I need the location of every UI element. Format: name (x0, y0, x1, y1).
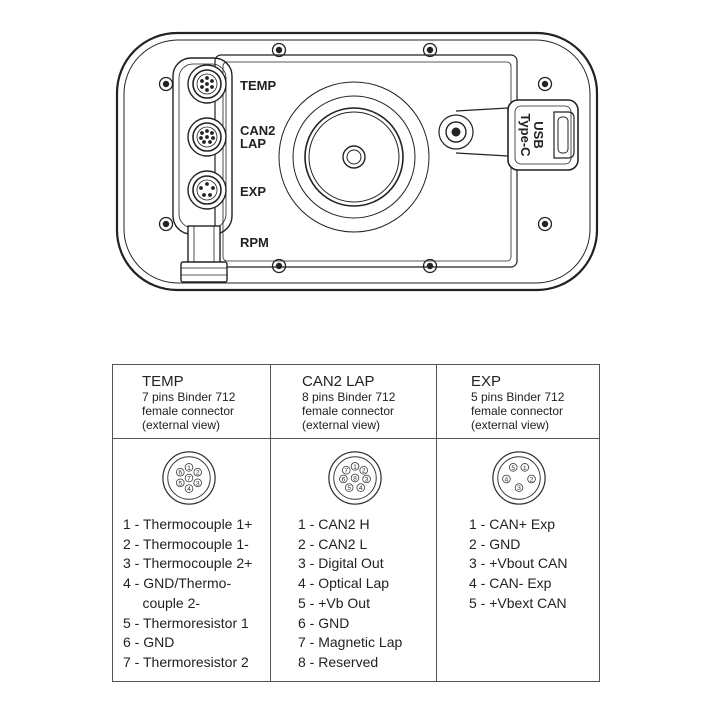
pin-row: 4 - GND/Thermo- (123, 575, 232, 592)
column-desc-line: female connector (302, 404, 395, 418)
svg-text:2: 2 (530, 476, 534, 483)
screw-icon (537, 76, 553, 92)
pin-row: 2 - Thermocouple 1- (123, 535, 249, 552)
screw-icon (422, 42, 438, 58)
pin-row: 3 - Thermocouple 2+ (123, 555, 253, 572)
column-title: CAN2 LAP (302, 373, 375, 390)
lap-label: LAP (240, 136, 266, 151)
svg-text:8: 8 (353, 475, 357, 482)
device-housing (115, 31, 599, 292)
temp-header: TEMP 7 pins Binder 712 female connector … (113, 365, 271, 439)
pin-row: 4 - Optical Lap (298, 575, 390, 592)
svg-text:5: 5 (178, 480, 182, 487)
svg-text:7: 7 (187, 475, 191, 482)
pin-row: 7 - Thermoresistor 2 (123, 653, 249, 670)
column-desc-line: female connector (471, 404, 564, 418)
pin-row: couple 2- (123, 594, 201, 611)
pin-row: 5 - +Vb Out (298, 594, 370, 611)
svg-text:4: 4 (505, 476, 509, 483)
column-title: EXP (471, 373, 502, 390)
pin-row: 2 - CAN2 L (298, 535, 368, 552)
svg-text:2: 2 (196, 470, 200, 477)
usb-screw (438, 114, 474, 150)
exp-header: EXP 5 pins Binder 712 female connector (… (437, 365, 599, 439)
pin-row: 6 - GND (123, 634, 175, 651)
pin-row: 4 - CAN- Exp (469, 575, 552, 592)
usb-label-1: USB (531, 121, 546, 148)
svg-text:1: 1 (523, 465, 527, 472)
svg-text:3: 3 (517, 485, 521, 492)
svg-text:3: 3 (365, 476, 369, 483)
temp-pin-list: 1 - Thermocouple 1+ 2 - Thermocouple 1- … (123, 515, 252, 673)
screw-icon (537, 216, 553, 232)
svg-text:5: 5 (511, 465, 515, 472)
can2-label: CAN2 (240, 123, 275, 138)
pin-row: 1 - CAN+ Exp (469, 516, 555, 532)
column-desc-line: (external view) (142, 418, 221, 432)
pin-row: 5 - Thermoresistor 1 (123, 614, 249, 631)
pin-row: 8 - Reserved (298, 653, 379, 670)
svg-text:6: 6 (342, 476, 346, 483)
pin-row: 2 - GND (469, 535, 521, 552)
svg-text:1: 1 (187, 465, 191, 472)
svg-text:3: 3 (196, 480, 200, 487)
exp-label: EXP (240, 184, 266, 199)
temp-label: TEMP (240, 78, 276, 93)
svg-text:4: 4 (359, 485, 363, 492)
temp-pinout: 1 2 3 4 5 6 7 1 - Thermocouple 1+ 2 - Th… (113, 439, 271, 681)
column-desc-line: (external view) (302, 418, 381, 432)
pinout-table: TEMP 7 pins Binder 712 female connector … (112, 364, 600, 682)
svg-text:6: 6 (178, 470, 182, 477)
svg-text:2: 2 (362, 468, 366, 475)
column-desc-line: (external view) (471, 418, 550, 432)
can2-lap-pinout: 1 2 3 4 5 6 7 8 1 - CAN2 H 2 - CAN2 L 3 … (271, 439, 437, 681)
exp-pin-list: 1 - CAN+ Exp 2 - GND 3 - +Vbout CAN 4 - … (469, 515, 567, 614)
svg-text:5: 5 (347, 485, 351, 492)
svg-text:7: 7 (344, 468, 348, 475)
can2-lap-header: CAN2 LAP 8 pins Binder 712 female connec… (271, 365, 437, 439)
temp-pin-diagram: 1 2 3 4 5 6 7 (162, 451, 216, 505)
usb-port (455, 99, 579, 171)
column-desc-line: 7 pins Binder 712 (142, 390, 236, 404)
pin-row: 3 - Digital Out (298, 555, 384, 572)
svg-text:4: 4 (187, 486, 191, 493)
can2-lap-pin-list: 1 - CAN2 H 2 - CAN2 L 3 - Digital Out 4 … (298, 515, 402, 673)
exp-pin-diagram: 5 1 4 2 3 (492, 451, 546, 505)
screw-icon (158, 76, 174, 92)
device-drawing: USB Type-C (115, 31, 599, 292)
exp-pinout: 5 1 4 2 3 1 - CAN+ Exp 2 - GND 3 - +Vbou… (437, 439, 599, 681)
pin-row: 6 - GND (298, 614, 350, 631)
column-desc-line: 8 pins Binder 712 (302, 390, 396, 404)
can2-lap-connector (187, 117, 227, 157)
pin-row: 1 - CAN2 H (298, 516, 370, 532)
screw-icon (158, 216, 174, 232)
screw-icon (422, 258, 438, 274)
rpm-cable-gland (180, 225, 228, 283)
pin-row: 7 - Magnetic Lap (298, 634, 403, 651)
center-button (278, 81, 430, 233)
pin-row: 5 - +Vbext CAN (469, 594, 567, 611)
screw-icon (271, 258, 287, 274)
temp-connector (187, 64, 227, 104)
pin-row: 1 - Thermocouple 1+ (123, 516, 253, 532)
column-desc-line: 5 pins Binder 712 (471, 390, 565, 404)
svg-text:1: 1 (353, 464, 357, 471)
exp-connector (187, 170, 227, 210)
screw-icon (271, 42, 287, 58)
rpm-label: RPM (240, 235, 269, 250)
column-desc-line: female connector (142, 404, 235, 418)
device-bezel (123, 39, 591, 284)
can2-lap-pin-diagram: 1 2 3 4 5 6 7 8 (328, 451, 382, 505)
column-title: TEMP (142, 373, 184, 390)
pin-row: 3 - +Vbout CAN (469, 555, 568, 572)
usb-label-2: Type-C (518, 113, 533, 157)
